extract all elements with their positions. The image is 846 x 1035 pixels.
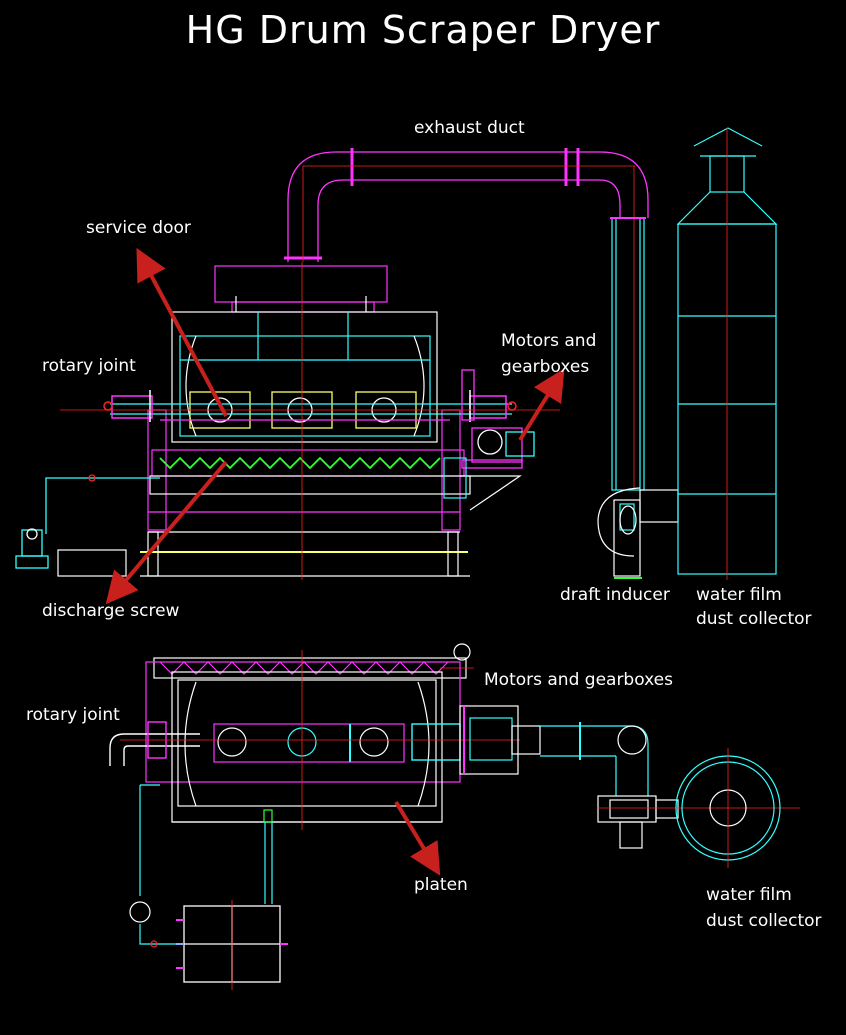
exhaust-duct: [284, 148, 649, 490]
arrow-motors-gearboxes: [518, 368, 565, 442]
discharge-screw-bottom: [153, 643, 474, 679]
motor-gearbox-top: [461, 369, 535, 469]
label-motors-gearboxes-top-line1: Motors and: [501, 331, 597, 351]
discharge-screw-top: [149, 449, 522, 511]
label-platen: platen: [414, 875, 468, 895]
exhaust-duct-bottom: [540, 722, 649, 796]
label-rotary-joint-bottom: rotary joint: [26, 705, 120, 725]
callout-arrows: [105, 247, 565, 876]
draft-inducer-bottom: [597, 795, 800, 849]
base-frame-top: [57, 511, 470, 577]
label-motors-gearboxes-top-line2: gearboxes: [501, 357, 590, 377]
label-discharge-screw: discharge screw: [42, 601, 180, 621]
exhaust-downpipe: [610, 217, 646, 491]
label-service-door: service door: [86, 218, 191, 238]
water-film-dust-collector-bottom: [675, 748, 781, 868]
motor-gearbox-bottom: [459, 705, 541, 775]
label-water-film-top-line2: dust collector: [696, 609, 812, 629]
label-rotary-joint-top: rotary joint: [42, 356, 136, 376]
arrow-service-door: [136, 247, 228, 417]
collection-tank: [176, 900, 288, 990]
dryer-body-bottom: [145, 661, 461, 823]
rotary-joint-top: [103, 390, 517, 422]
label-water-film-top-line1: water film: [696, 585, 782, 605]
label-exhaust-duct: exhaust duct: [414, 118, 525, 138]
hood: [214, 265, 388, 313]
page-title: HG Drum Scraper Dryer: [185, 8, 661, 52]
center-line-top: [60, 262, 560, 580]
feed-pump-top: [15, 474, 160, 569]
arrow-discharge-screw: [105, 460, 228, 605]
label-draft-inducer: draft inducer: [560, 585, 670, 605]
draft-inducer-fan: [597, 487, 679, 579]
label-motors-gearboxes-bottom: Motors and gearboxes: [484, 670, 673, 690]
label-water-film-bottom-line1: water film: [706, 885, 792, 905]
label-water-film-bottom-line2: dust collector: [706, 911, 822, 931]
bottom-frame-plan: [172, 650, 442, 904]
water-film-dust-collector-top: [676, 127, 778, 580]
arrow-platen: [394, 800, 441, 876]
feed-pump-bottom: [129, 784, 184, 948]
